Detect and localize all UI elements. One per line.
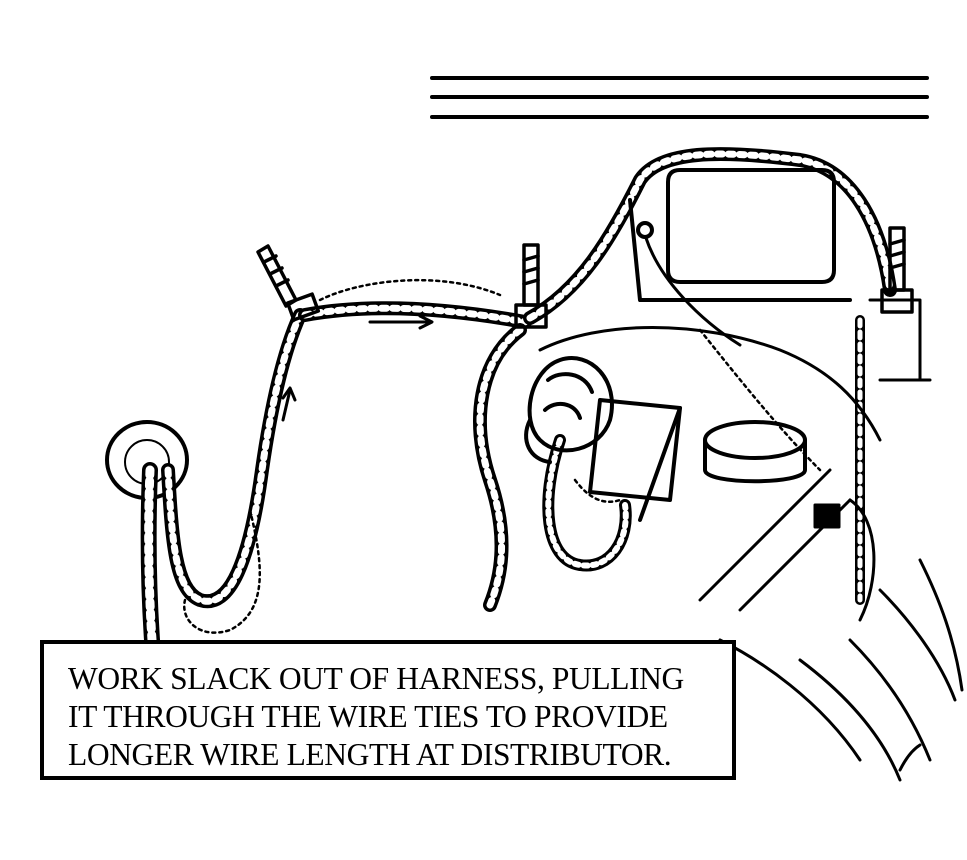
wire-tie-stud-left: [256, 244, 321, 322]
pull-arrows: [281, 314, 434, 422]
wire-harness: [140, 147, 897, 648]
round-cap: [703, 420, 807, 484]
caption-line-1: WORK SLACK OUT OF HARNESS, PULLING: [68, 661, 684, 696]
caption-line-2: IT THROUGH THE WIRE TIES TO PROVIDE: [68, 699, 668, 734]
distributor: [524, 356, 682, 522]
engine-outline: [538, 298, 964, 782]
connector-plug: [813, 503, 841, 529]
caption-box: WORK SLACK OUT OF HARNESS, PULLING IT TH…: [40, 640, 736, 780]
top-rail-lines: [430, 76, 929, 119]
wire-tie-stud-center: [514, 243, 548, 329]
caption-line-3: LONGER WIRE LENGTH AT DISTRIBUTOR.: [68, 737, 672, 772]
valve-cover-panel: [628, 168, 852, 347]
